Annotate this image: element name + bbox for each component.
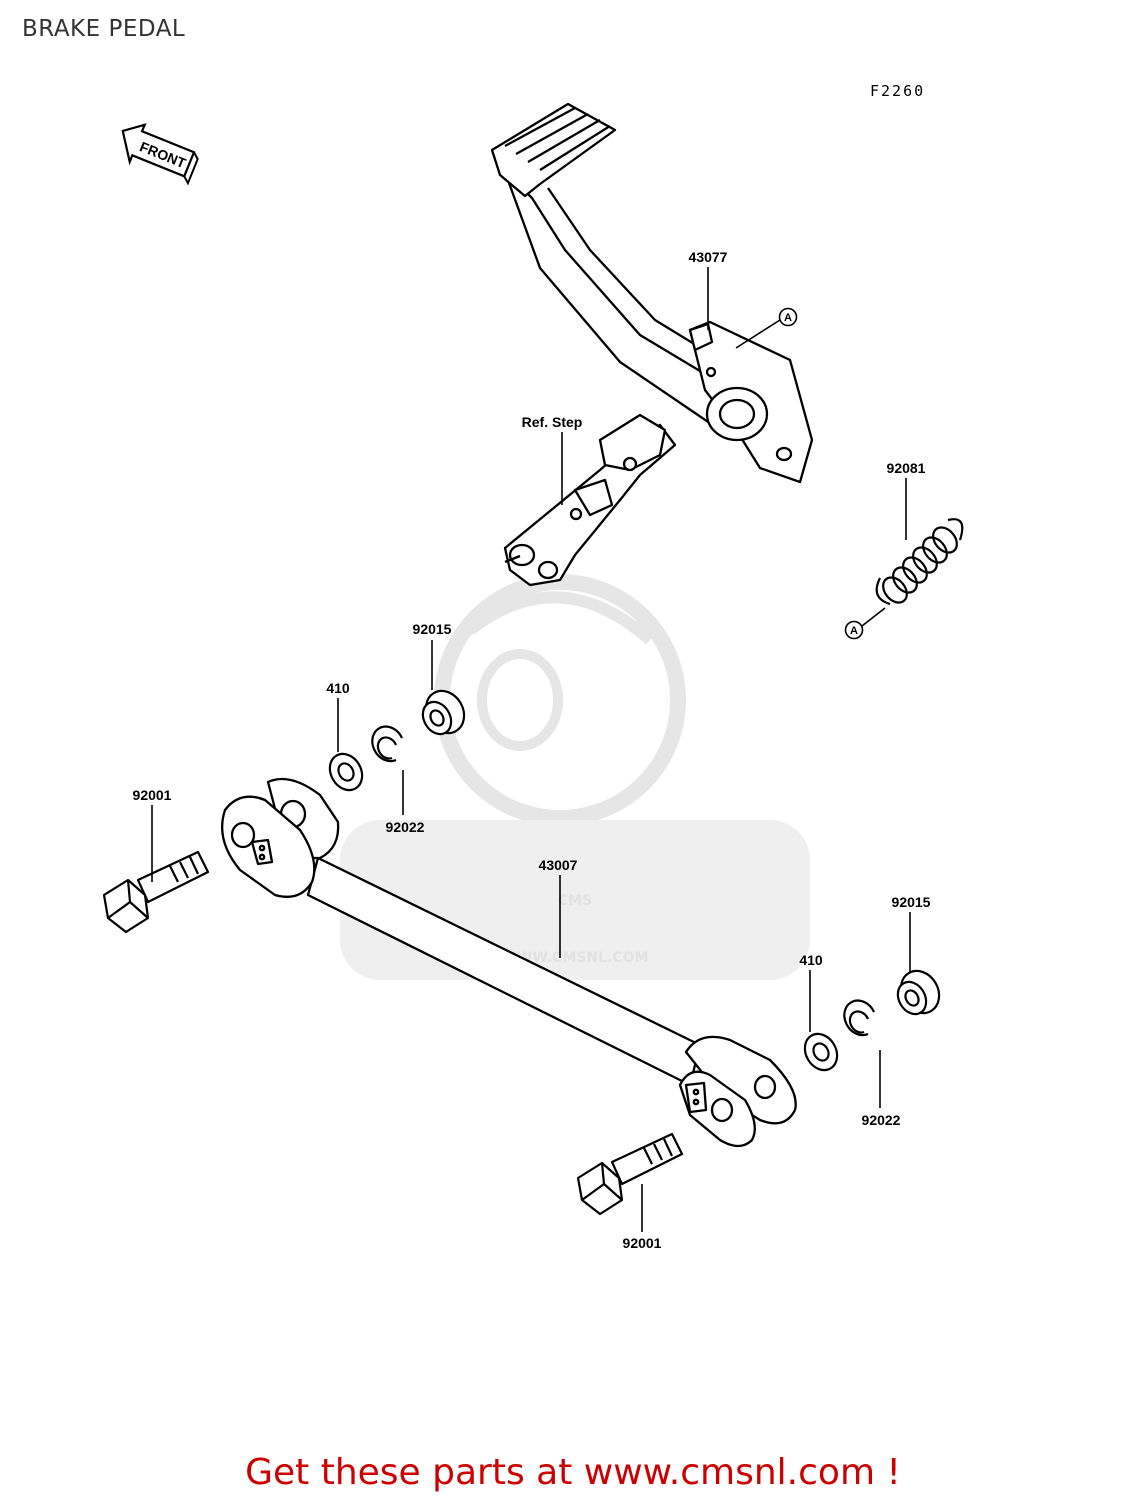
watermark-url: WWW.CMSNL.COM <box>502 950 649 966</box>
collar-lower <box>896 969 941 1016</box>
label-return-spring: 92081 <box>887 460 926 476</box>
marker-a-top: A <box>778 307 798 327</box>
collar-upper <box>421 689 466 736</box>
watermark-brand: CMS <box>558 893 592 909</box>
brake-pedal-part <box>490 102 814 484</box>
washer-upper <box>328 752 364 792</box>
label-washer-upper: 410 <box>326 680 350 696</box>
diagram-code: F2260 <box>870 82 925 100</box>
svg-text:A: A <box>850 625 858 637</box>
ref-step-bracket <box>503 413 677 587</box>
label-snap-ring-lower: 92022 <box>862 1112 901 1128</box>
washer-lower <box>803 1032 839 1072</box>
snap-ring-lower <box>843 999 875 1037</box>
brake-rod <box>221 777 797 1148</box>
label-snap-ring-upper: 92022 <box>386 819 425 835</box>
footer-shop-link[interactable]: Get these parts at www.cmsnl.com ! <box>245 1452 901 1493</box>
label-washer-lower: 410 <box>799 952 823 968</box>
bolt-lower <box>576 1132 684 1216</box>
bolt-upper <box>102 850 210 934</box>
snap-ring-upper <box>371 725 403 763</box>
label-collar-lower: 92015 <box>892 894 931 910</box>
label-pedal: 43077 <box>689 249 728 265</box>
label-ref-step: Ref. Step <box>522 414 583 430</box>
label-collar-upper: 92015 <box>413 621 452 637</box>
label-bolt-upper: 92001 <box>133 787 172 803</box>
label-rod: 43007 <box>539 857 578 873</box>
label-bolt-lower: 92001 <box>623 1235 662 1251</box>
leader-lines <box>151 267 911 1232</box>
page-title: BRAKE PEDAL <box>22 16 186 42</box>
return-spring <box>875 518 964 606</box>
svg-text:A: A <box>784 312 792 324</box>
marker-a-bottom: A <box>844 620 864 640</box>
front-arrow-icon: FRONT <box>121 123 199 186</box>
